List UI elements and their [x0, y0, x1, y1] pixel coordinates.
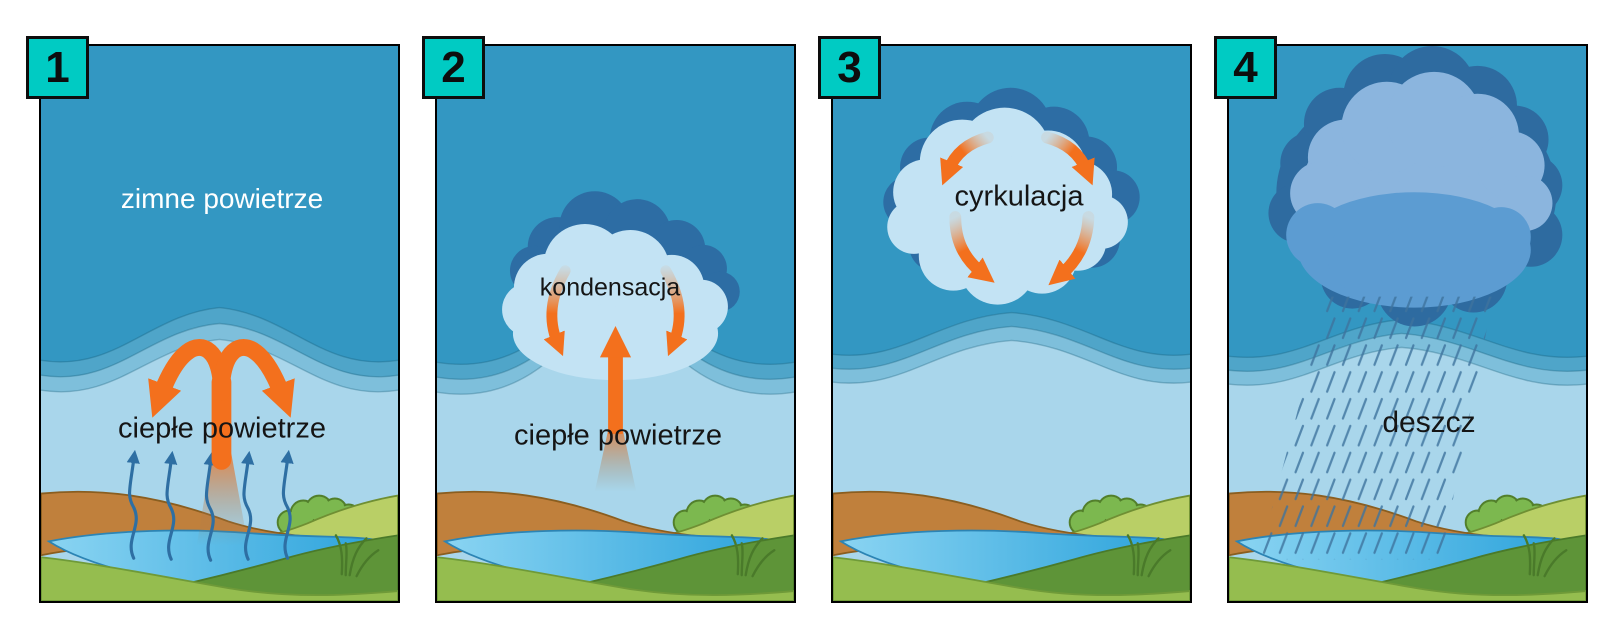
panel-2: 2: [422, 36, 796, 603]
rain-streaks: [1258, 296, 1494, 560]
label-warm-air: ciepłe powietrze: [514, 419, 722, 452]
panel-1: 1: [26, 36, 400, 603]
panel-4-scene: [1229, 46, 1586, 601]
panel-3-number-badge: 3: [818, 36, 881, 99]
evaporation-arrows: [126, 449, 294, 562]
panel-2-number-badge: 2: [422, 36, 485, 99]
panel-3-scene: [833, 46, 1190, 601]
label-rain: deszcz: [1382, 406, 1476, 439]
warm-updraft-haze: [594, 427, 637, 492]
panel-2-scene: [437, 46, 794, 601]
panel-4: 4: [1214, 36, 1588, 603]
panel-3: 3: [818, 36, 1192, 603]
circulation-arrows: [940, 131, 1095, 286]
panel-1-number-badge: 1: [26, 36, 89, 99]
condensation-arrows: [543, 265, 688, 357]
panel-1-scene: [41, 46, 398, 601]
label-circulation: cyrkulacja: [954, 180, 1084, 213]
cloud-base: [1286, 192, 1531, 308]
label-condensation: kondensacja: [539, 273, 681, 302]
label-cold-air: zimne powietrze: [120, 183, 324, 214]
label-warm-air: ciepłe powietrze: [118, 412, 326, 445]
warm-updraft-arrow: [148, 339, 295, 470]
panel-4-number-badge: 4: [1214, 36, 1277, 99]
